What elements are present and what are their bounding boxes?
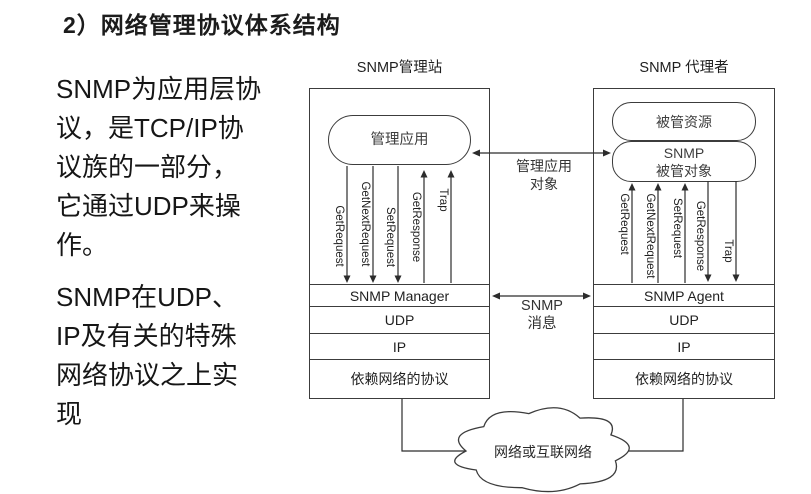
arrowhead xyxy=(343,275,351,283)
management-app-box: 管理应用 xyxy=(328,115,471,165)
manager-header-label: SNMP管理站 xyxy=(356,60,443,76)
manager-box: 管理应用 SNMP Manager UDP IP 依赖网络的协议 xyxy=(309,88,490,399)
intro-text-block: SNMP为应用层协 议，是TCP/IP协 议族的一部分， 它通过UDP来操 作。… xyxy=(56,70,298,434)
agent-box: 被管资源 SNMP 被管对象 SNMP Agent UDP IP 依赖网络的协议 xyxy=(593,88,775,399)
arrowhead xyxy=(732,274,740,282)
intro-paragraph-2: SNMP在UDP、 IP及有关的特殊 网络协议之上实 现 xyxy=(56,282,239,429)
arrowhead xyxy=(420,170,428,178)
agent-stack-row-udp: UDP xyxy=(594,306,774,333)
arrowhead xyxy=(628,183,636,191)
page-title: 2）网络管理协议体系结构 xyxy=(63,12,341,38)
arrowhead xyxy=(603,149,611,157)
arrow-label-mgr-trap: Trap xyxy=(437,188,449,212)
app-object-link-label: 管理应用 对象 xyxy=(516,158,572,192)
arrow-label-agt-getrequest: GetRequest xyxy=(618,193,630,255)
agent-stack-row-ip: IP xyxy=(594,333,774,359)
manager-stack-row-ip: IP xyxy=(310,333,489,359)
manager-stack-row-snmp-manager: SNMP Manager xyxy=(310,284,489,306)
managed-objects-box: SNMP 被管对象 xyxy=(612,141,756,182)
arrowhead xyxy=(394,275,402,283)
arrowhead xyxy=(681,183,689,191)
arrowhead xyxy=(472,149,480,157)
arrow-label-mgr-setrequest: SetRequest xyxy=(384,206,396,268)
arrow-label-agt-trap: Trap xyxy=(722,239,734,263)
manager-stack-row-network-protocol: 依赖网络的协议 xyxy=(310,359,489,398)
arrowhead xyxy=(654,183,662,191)
arrowhead xyxy=(369,275,377,283)
intro-paragraph-1: SNMP为应用层协 议，是TCP/IP协 议族的一部分， 它通过UDP来操 作。 xyxy=(56,74,262,260)
network-cloud-shape xyxy=(454,407,630,493)
agent-stack-row-network-protocol: 依赖网络的协议 xyxy=(594,359,774,398)
arrow-label-agt-getresponse: GetResponse xyxy=(694,200,706,272)
arrow-label-agt-getnextrequest: GetNextRequest xyxy=(644,193,656,279)
arrow-label-agt-setrequest: SetRequest xyxy=(671,197,683,259)
arrow-label-mgr-getresponse: GetResponse xyxy=(410,191,422,263)
managed-resources-box: 被管资源 xyxy=(612,102,756,141)
agent-header-label: SNMP 代理者 xyxy=(639,60,729,76)
arrowhead xyxy=(583,292,591,300)
arrowhead xyxy=(704,274,712,282)
snmp-message-link-label: SNMP 消息 xyxy=(521,298,563,332)
arrow-label-mgr-getrequest: GetRequest xyxy=(333,205,345,267)
manager-stack-row-udp: UDP xyxy=(310,306,489,333)
connector-manager-to-cloud xyxy=(401,399,470,452)
network-cloud-label: 网络或互联网络 xyxy=(494,444,592,460)
connector-agent-to-cloud xyxy=(610,399,684,452)
arrow-label-mgr-getnextrequest: GetNextRequest xyxy=(359,181,371,267)
arrowhead xyxy=(447,170,455,178)
arrowhead xyxy=(492,292,500,300)
agent-stack-row-snmp-agent: SNMP Agent xyxy=(594,284,774,306)
